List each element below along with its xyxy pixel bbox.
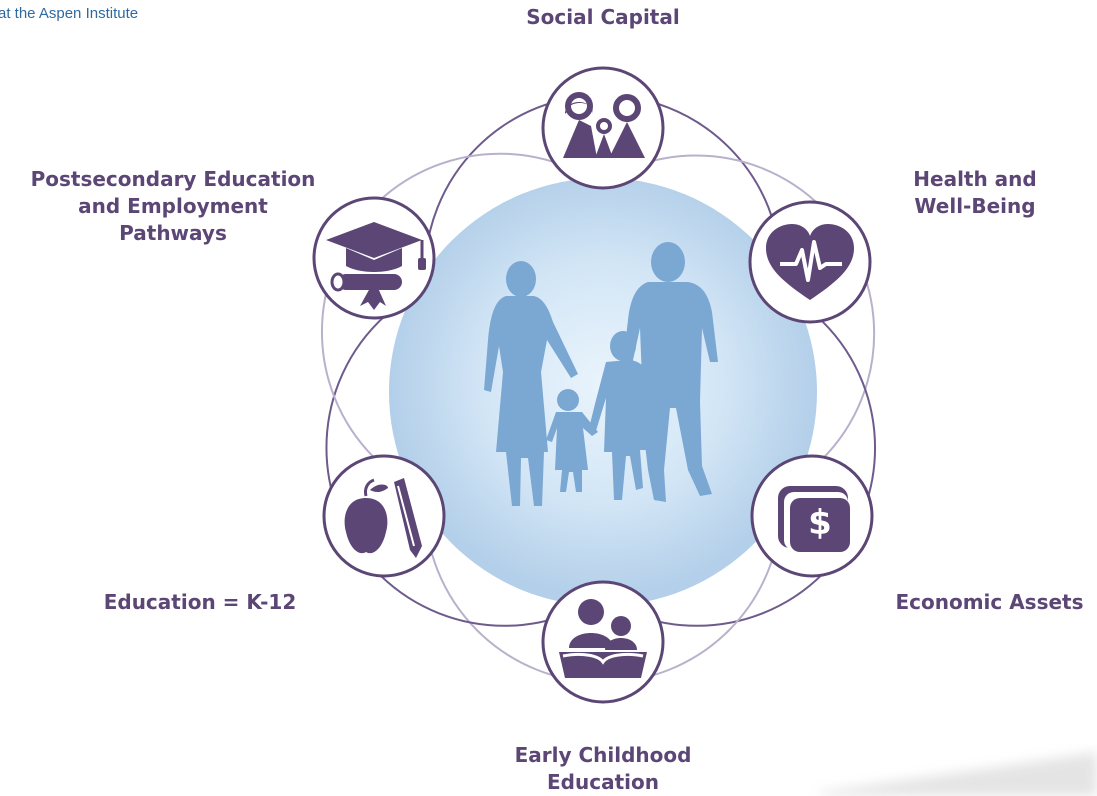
dollar-bill-icon: $ [778,486,850,552]
node-circle-social [541,66,665,190]
label-postsecondary-education: Postsecondary Education and Employment P… [30,167,316,245]
parent-child-reading-icon [559,599,647,678]
svg-text:$: $ [808,503,832,543]
graduation-cap-diploma-icon [326,222,426,310]
page-curl-shadow [820,752,1097,796]
label-early-childhood-education: Early Childhood Education [514,743,692,794]
heart-pulse-icon [766,224,854,300]
social-capital-people-icon [563,92,645,158]
apple-pen-icon [344,478,422,558]
label-social-capital: Social Capital [526,5,680,29]
label-economic-assets: Economic Assets [895,590,1084,614]
label-education-k12: Education = K-12 [103,590,297,614]
organization-text: at the Aspen Institute [0,5,139,22]
label-health-well-being: Health and Well-Being [913,167,1037,218]
family-silhouette [484,242,718,506]
